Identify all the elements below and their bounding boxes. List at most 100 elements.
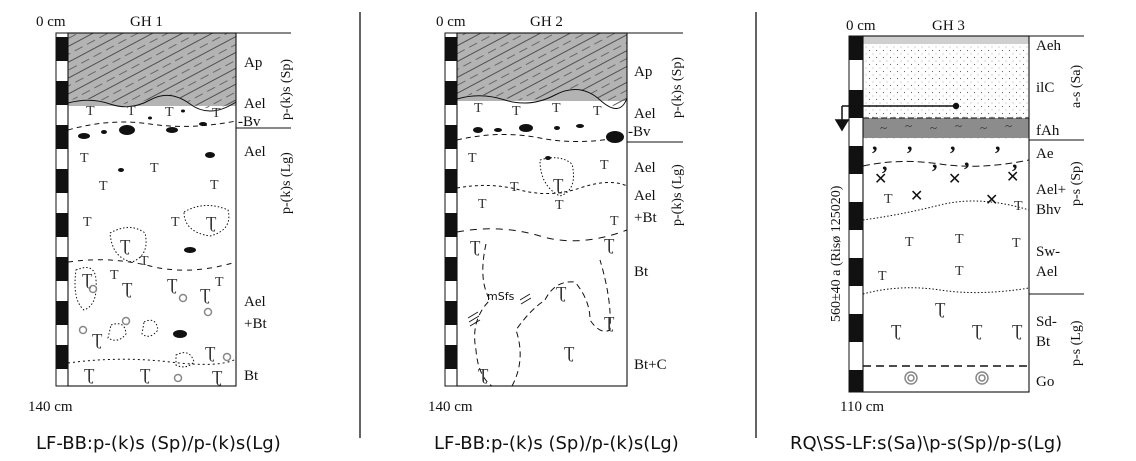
- svg-text:T: T: [212, 106, 221, 121]
- gh3-caption: RQ\SS-LF:s(Sa)\p-s(Sp)/p-s(Lg): [790, 433, 1062, 454]
- gh2-horizon-label: Bt+C: [634, 357, 667, 373]
- gh3-dating-arrow: [834, 102, 960, 132]
- svg-text:T: T: [80, 151, 89, 166]
- svg-text:T: T: [552, 101, 561, 116]
- panel-gh1: 0 cm GH 1 140 cm: [28, 14, 294, 454]
- gh1-substrate-label: p-(k)s (Lg): [279, 152, 294, 214]
- svg-text:,: ,: [964, 146, 970, 171]
- svg-text:Ʈ: Ʈ: [972, 321, 983, 340]
- gh3-title: GH 3: [932, 18, 965, 34]
- gh2-substrate-label: p-(k)s (Sp): [670, 57, 685, 118]
- svg-text:~: ~: [880, 120, 887, 135]
- svg-text:Ʈ: Ʈ: [1012, 321, 1023, 340]
- svg-text:~: ~: [980, 120, 987, 135]
- svg-text:✕: ✕: [985, 190, 998, 209]
- gh3-bottom-depth: 110 cm: [840, 399, 884, 415]
- gh2-boundary-line: [456, 133, 628, 143]
- svg-text:T: T: [83, 215, 92, 230]
- gh1-ap-boundary: [67, 94, 237, 112]
- gh3-gley-concretions: [904, 371, 989, 385]
- gh3-comma-marks: ,,,, ,,,,: [872, 130, 1018, 175]
- gh1-bottom-depth: 140 cm: [28, 399, 73, 415]
- svg-text:~: ~: [1005, 118, 1012, 133]
- svg-text:,: ,: [995, 130, 1001, 155]
- gh3-aeh-layer: [863, 36, 1029, 44]
- svg-text:T: T: [878, 269, 887, 284]
- svg-text:T: T: [600, 158, 609, 173]
- gh3-horizon-label: Sw-: [1036, 244, 1060, 260]
- svg-text:Ʈ: Ʈ: [92, 330, 103, 349]
- svg-text:Ʈ: Ʈ: [82, 270, 93, 289]
- gh3-profile-frame: [862, 35, 1030, 393]
- gh2-top-depth: 0 cm: [436, 14, 466, 30]
- svg-text:,: ,: [1012, 148, 1018, 173]
- gh2-msfs-tongue: [474, 243, 611, 387]
- gh3-horizon-label: Sd-: [1036, 314, 1057, 330]
- gh2-caption: LF-BB:p-(k)s (Sp)/p-(k)s(Lg): [434, 433, 679, 454]
- svg-text:T: T: [905, 235, 914, 250]
- gh3-horizon-label: Bhv: [1036, 202, 1062, 218]
- svg-text:T: T: [165, 105, 174, 120]
- gh1-depth-ruler: [55, 32, 69, 387]
- svg-text:Ʈ: Ʈ: [478, 365, 489, 384]
- svg-text:,: ,: [907, 130, 913, 155]
- gh2-ap-boundary: [456, 89, 628, 109]
- svg-text:T: T: [478, 197, 487, 212]
- svg-text:T: T: [510, 180, 519, 195]
- gh3-horizon-label: fAh: [1036, 123, 1060, 139]
- gh2-horizon-label: Bt: [634, 264, 649, 280]
- gh2-profile-frame: [456, 32, 628, 387]
- gh1-title: GH 1: [130, 14, 163, 30]
- gh3-substrate-label: p-s (Lg): [1069, 320, 1084, 366]
- svg-text:T: T: [1014, 199, 1023, 214]
- svg-text:T: T: [955, 264, 964, 279]
- gh3-tilde-marks: ~~~ ~~~: [880, 118, 1012, 135]
- gh1-horizon-label: Ael: [244, 96, 266, 112]
- gh3-boundary-line: [862, 159, 1030, 167]
- svg-text:T: T: [140, 254, 149, 269]
- svg-text:,: ,: [932, 148, 938, 173]
- svg-text:T: T: [150, 161, 159, 176]
- gh2-stones: [473, 124, 624, 160]
- gh3-depth-ruler: [848, 35, 864, 393]
- gh3-dating-label: 560±40 a (Risø 125020): [829, 185, 844, 322]
- gh2-title: GH 2: [530, 14, 563, 30]
- gh2-nodule: [539, 157, 574, 197]
- svg-text:~: ~: [905, 118, 912, 133]
- gh2-horizon-label: +Bt: [634, 210, 657, 226]
- gh1-horizon-label: Bt: [244, 368, 259, 384]
- svg-text:T: T: [884, 192, 893, 207]
- gh3-boundary-line: [862, 200, 1030, 221]
- svg-text:Ʈ: Ʈ: [891, 321, 902, 340]
- gh1-substrate-label: p-(k)s (Sp): [279, 59, 294, 120]
- gh3-substrate-label: p-s (Sp): [1069, 161, 1084, 206]
- svg-text:✕: ✕: [948, 169, 961, 188]
- gh1-boundary-line: [67, 259, 237, 271]
- gh2-boundary-line: [456, 182, 628, 194]
- gh1-concretion-symbols: [78, 284, 232, 383]
- svg-text:Ʈ: Ʈ: [556, 283, 567, 302]
- svg-text:T: T: [555, 198, 564, 213]
- gh3-double-t-symbols: Ʈ Ʈ Ʈ Ʈ: [891, 299, 1023, 340]
- gh1-boundary-line: [67, 120, 237, 131]
- svg-text:T: T: [110, 268, 119, 283]
- gh1-horizon-label: Ael: [244, 294, 266, 310]
- svg-text:Ʈ: Ʈ: [935, 299, 946, 318]
- svg-text:T: T: [512, 104, 521, 119]
- svg-text:T: T: [215, 275, 224, 290]
- gh3-horizon-label: Aeh: [1036, 38, 1061, 54]
- svg-text:Ʈ: Ʈ: [470, 237, 481, 256]
- svg-text:T: T: [593, 104, 602, 119]
- gh1-horizon-label: Ap: [244, 55, 262, 71]
- gh2-depth-ruler: [444, 32, 458, 387]
- svg-text:T: T: [955, 232, 964, 247]
- svg-text:✕: ✕: [910, 186, 923, 205]
- svg-text:✕: ✕: [1006, 167, 1019, 186]
- gh1-caption: LF-BB:p-(k)s (Sp)/p-(k)s(Lg): [36, 433, 281, 454]
- svg-text:T: T: [86, 104, 95, 119]
- svg-text:Ʈ: Ʈ: [84, 365, 95, 384]
- gh2-msfs-label: mSfs: [487, 290, 515, 303]
- svg-text:T: T: [610, 214, 619, 229]
